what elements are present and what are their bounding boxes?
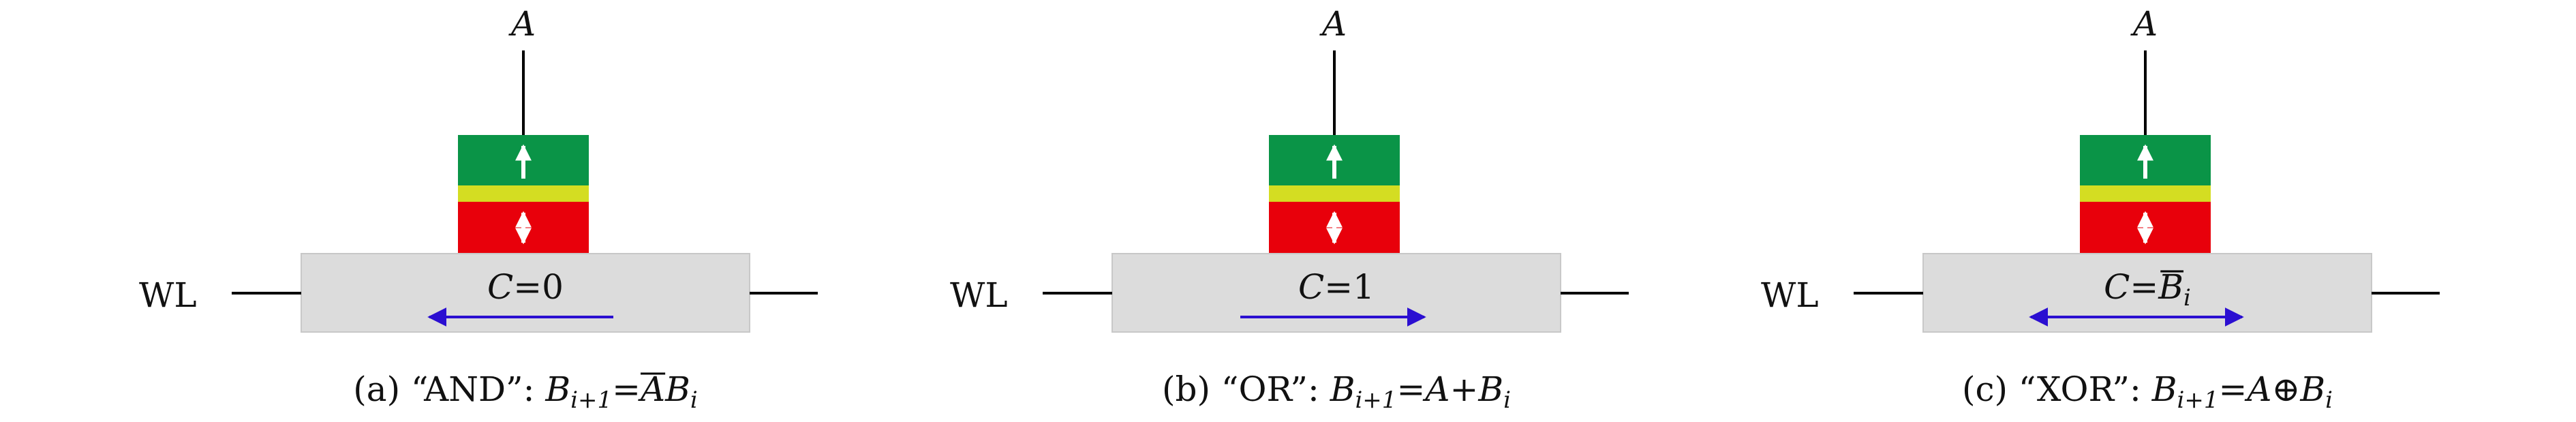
condition-eq: = [513,267,542,307]
caption-prefix: (a) “AND”: [353,370,545,409]
caption-rhs-term: + [1450,370,1478,409]
condition-val: 0 [542,267,564,307]
caption-eq: = [2219,370,2248,409]
condition-var: C [2104,267,2130,307]
panel-caption: (a) “AND”: Bi+1=ABi [353,370,697,414]
condition-label: C=0 [487,267,564,307]
caption-rhs-term: B [2299,370,2325,409]
caption-lhs-sub: i+1 [2177,387,2219,414]
condition-label: C=Bi [2104,267,2191,312]
spacer-layer [458,185,589,202]
track-bar [1111,253,1561,333]
word-line-label: WL [950,275,1008,315]
caption-lhs: B [2151,370,2177,409]
panel-caption: (c) “XOR”: Bi+1=A⊕Bi [1962,370,2333,414]
condition-label: C=1 [1298,267,1375,307]
condition-eq: = [1324,267,1353,307]
caption-rhs-term: A [1422,370,1450,409]
condition-val-sub: i [2183,284,2191,312]
word-line-label: WL [139,275,197,315]
caption-lhs-sub: i+1 [1355,387,1396,414]
caption-rhs-term: ⊕ [2272,370,2301,409]
terminal-a-label: A [508,4,536,44]
spacer-layer [2080,185,2211,202]
word-line-label: WL [1761,275,1819,315]
caption-prefix: (c) “XOR”: [1962,370,2152,409]
caption-lhs-sub: i+1 [570,387,612,414]
caption-eq: = [1396,370,1425,409]
condition-val: B [2158,267,2183,307]
condition-var: C [487,267,513,307]
caption-rhs-term: i [690,387,698,414]
terminal-a-label: A [1319,4,1347,44]
caption-rhs-term: i [2325,387,2333,414]
spacer-layer [1269,185,1400,202]
caption-rhs-term: A [638,370,665,409]
caption-rhs-term: B [664,370,690,409]
condition-eq: = [2130,267,2158,307]
terminal-a-label: A [2130,4,2158,44]
condition-val: 1 [1353,267,1375,307]
caption-lhs: B [545,370,570,409]
caption-lhs: B [1330,370,1355,409]
caption-rhs-term: i [1503,387,1511,414]
condition-var: C [1298,267,1324,307]
caption-rhs-term: B [1477,370,1503,409]
caption-eq: = [612,370,641,409]
caption-prefix: (b) “OR”: [1162,370,1330,409]
panel-caption: (b) “OR”: Bi+1=A+Bi [1162,370,1511,414]
caption-rhs-term: A [2244,370,2271,409]
